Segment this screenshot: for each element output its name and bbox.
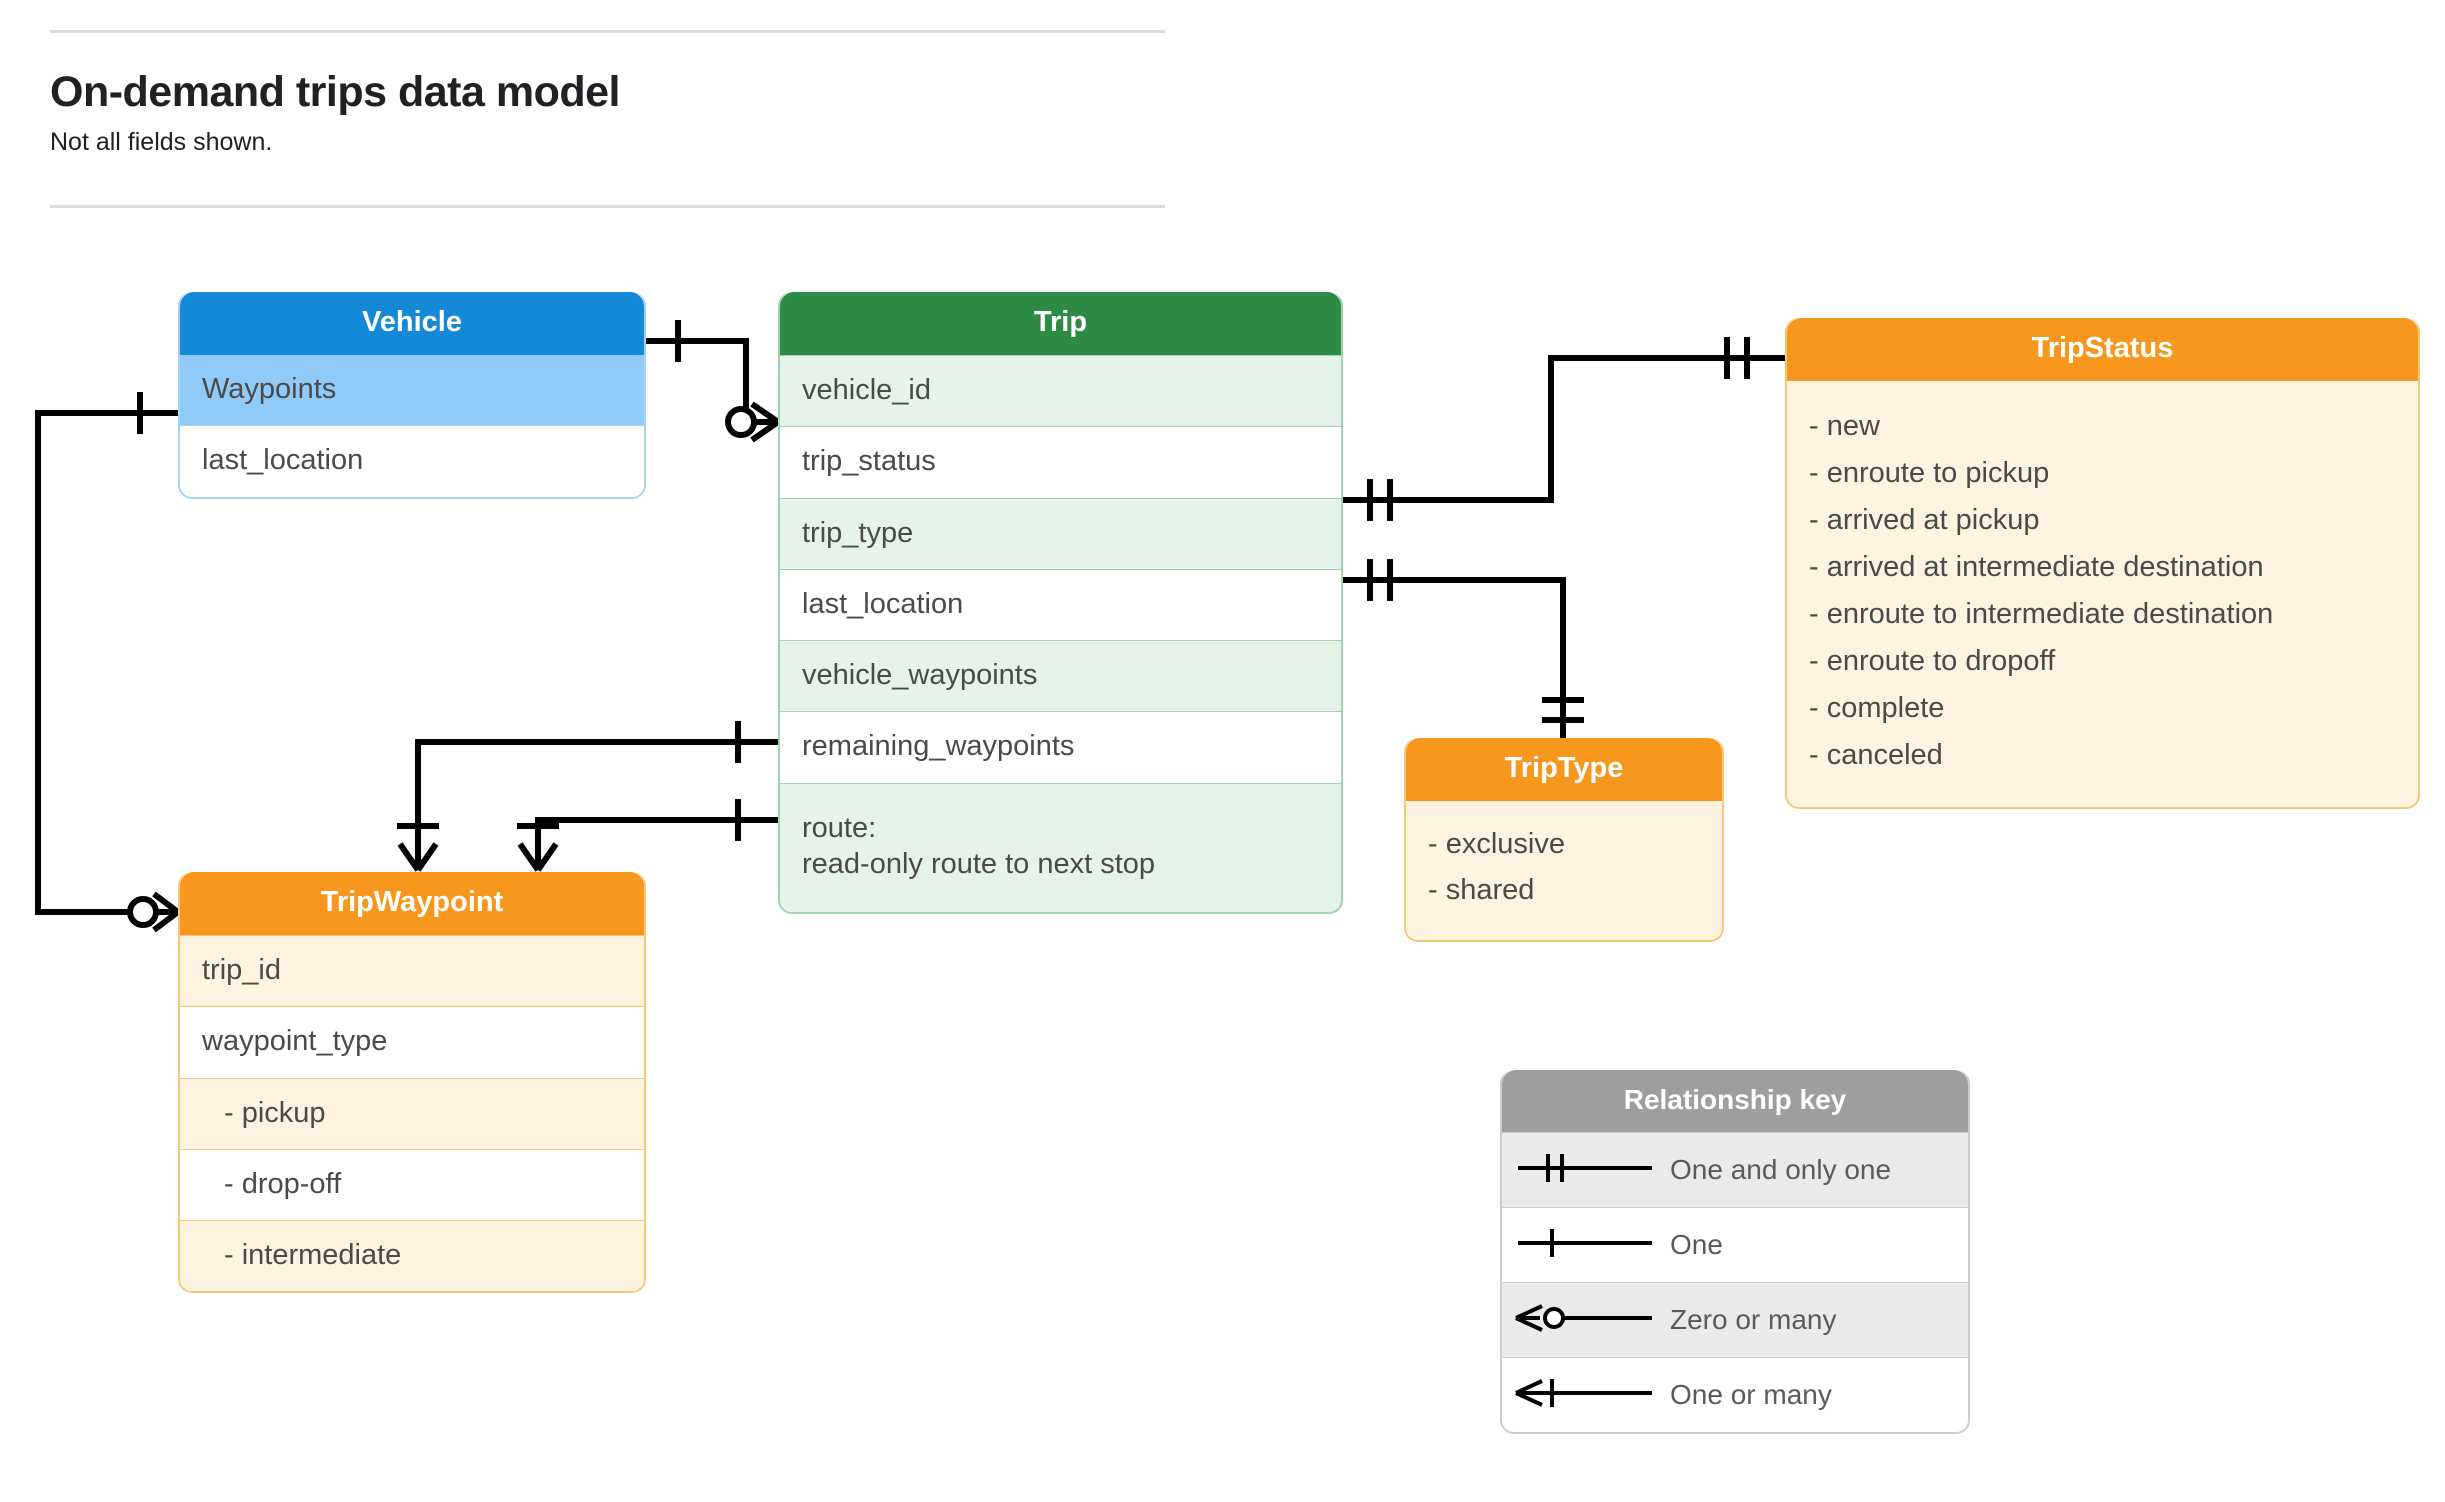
tripstatus-option: - arrived at intermediate destination [1809, 550, 2264, 583]
entity-tripwaypoint-option-intermediate[interactable]: - intermediate [180, 1220, 644, 1292]
relationship-key-panel: Relationship key One and only one One [1500, 1070, 1970, 1434]
relationship-key-label: One and only one [1670, 1154, 1892, 1185]
tripstatus-option: - complete [1809, 691, 1945, 724]
entity-trip[interactable]: Trip vehicle_id trip_status trip_type la… [778, 292, 1343, 914]
tripstatus-option: - enroute to dropoff [1809, 644, 2056, 677]
page-subtitle: Not all fields shown. [50, 128, 273, 157]
relationship-key-label: Zero or many [1670, 1304, 1837, 1335]
entity-tripwaypoint-option-drop-off[interactable]: - drop-off [180, 1148, 644, 1220]
relationship-key-row: One or many [1502, 1357, 1968, 1432]
connector-vehicle-waypoints-to-tripwaypoint [35, 392, 180, 933]
entity-vehicle-title: Vehicle [180, 292, 644, 355]
connector-vehicle-to-trip [646, 320, 780, 443]
one-icon [1502, 1223, 1670, 1268]
entity-triptype[interactable]: TripType - exclusive - shared [1404, 738, 1724, 942]
entity-tripwaypoint[interactable]: TripWaypoint trip_id waypoint_type - pic… [178, 872, 646, 1294]
entity-trip-field-trip-status[interactable]: trip_status [780, 426, 1341, 498]
one-or-many-icon [1502, 1373, 1670, 1418]
connector-remaining-waypoints-to-tripwaypoint [517, 799, 778, 872]
entity-trip-route-description: read-only route to next stop [802, 847, 1156, 880]
entity-tripwaypoint-option-pickup[interactable]: - pickup [180, 1077, 644, 1149]
entity-trip-field-last-location[interactable]: last_location [780, 568, 1341, 640]
tripstatus-option: - enroute to pickup [1809, 456, 2050, 489]
entity-tripwaypoint-field-trip-id[interactable]: trip_id [180, 935, 644, 1007]
entity-trip-field-remaining-waypoints[interactable]: remaining_waypoints [780, 711, 1341, 783]
entity-tripstatus-options: - new - enroute to pickup - arrived at p… [1787, 381, 2418, 807]
entity-tripwaypoint-title: TripWaypoint [180, 872, 644, 935]
relationship-key-title: Relationship key [1502, 1070, 1968, 1132]
entity-trip-title: Trip [780, 292, 1341, 355]
header-rule-top [50, 30, 1165, 33]
triptype-option: - shared [1428, 874, 1535, 907]
entity-vehicle-field-last-location[interactable]: last_location [180, 425, 644, 497]
zero-or-many-icon [1502, 1298, 1670, 1343]
entity-tripstatus[interactable]: TripStatus - new - enroute to pickup - a… [1785, 318, 2420, 809]
tripstatus-option: - arrived at pickup [1809, 503, 2040, 536]
triptype-option: - exclusive [1428, 828, 1565, 860]
page-title: On-demand trips data model [50, 68, 620, 116]
connector-trip-status-to-tripstatus [1343, 337, 1785, 521]
one-and-only-one-icon [1502, 1148, 1670, 1193]
relationship-key-row: One and only one [1502, 1132, 1968, 1207]
entity-trip-field-vehicle-id[interactable]: vehicle_id [780, 355, 1341, 427]
relationship-key-row: One [1502, 1207, 1968, 1282]
entity-trip-field-trip-type[interactable]: trip_type [780, 497, 1341, 569]
relationship-key-label: One [1670, 1229, 1723, 1260]
connector-vehicle-waypoints-field-to-tripwaypoint [397, 721, 778, 872]
entity-trip-route-label: route: [802, 811, 877, 844]
entity-trip-field-vehicle-waypoints[interactable]: vehicle_waypoints [780, 640, 1341, 712]
relationship-key-label: One or many [1670, 1379, 1832, 1410]
connector-trip-type-to-triptype [1343, 559, 1584, 738]
entity-vehicle-field-waypoints[interactable]: Waypoints [180, 355, 644, 426]
entity-tripstatus-title: TripStatus [1787, 318, 2418, 381]
entity-vehicle[interactable]: Vehicle Waypoints last_location [178, 292, 646, 499]
entity-triptype-options: - exclusive - shared [1406, 801, 1722, 940]
header-rule-bottom [50, 205, 1165, 208]
tripstatus-option: - canceled [1809, 738, 1943, 771]
tripstatus-option: - enroute to intermediate destination [1809, 597, 2274, 630]
entity-triptype-title: TripType [1406, 738, 1722, 801]
entity-tripwaypoint-field-waypoint-type[interactable]: waypoint_type [180, 1006, 644, 1078]
page-header: On-demand trips data model Not all field… [50, 30, 1165, 157]
entity-trip-field-route[interactable]: route: read-only route to next stop [780, 782, 1341, 912]
relationship-key-row: Zero or many [1502, 1282, 1968, 1357]
tripstatus-option: - new [1809, 410, 1880, 442]
